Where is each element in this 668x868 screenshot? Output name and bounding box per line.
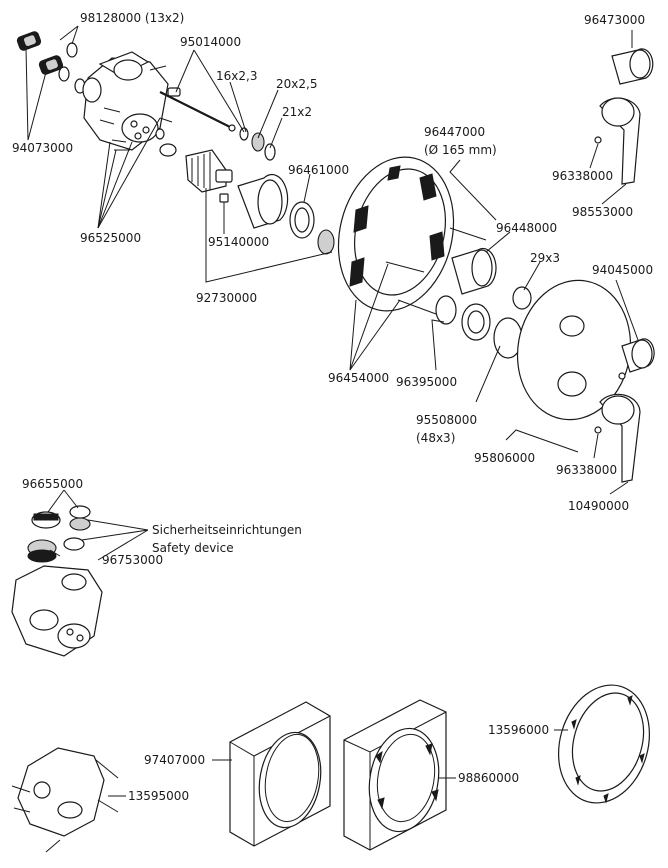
label-96655000: 96655000: [22, 477, 83, 491]
label-96461000: 96461000: [288, 163, 349, 177]
leader-lines-top: [25, 25, 639, 495]
long-screws-96454000: [385, 227, 487, 315]
label-21x2: 21x2: [282, 105, 312, 119]
part-labels: 98128000 (13x2) 95014000 16x2,3 20x2,5 2…: [12, 11, 653, 803]
mounting-plate-96447000: [337, 156, 455, 312]
thermostatic-cartridge-92730000: [185, 149, 233, 193]
label-96525000: 96525000: [80, 231, 141, 245]
label-92730000: 92730000: [196, 291, 257, 305]
trim-plate-95806000: [516, 279, 632, 421]
label-96448000: 96448000: [496, 221, 557, 235]
label-13595000: 13595000: [128, 789, 189, 803]
leader-lines-safety: [47, 489, 149, 561]
screws-96525000: [111, 65, 173, 151]
label-13596000: 13596000: [488, 723, 549, 737]
o-ring-29x3: [512, 286, 532, 310]
label-95806000: 95806000: [474, 451, 535, 465]
label-safety-de: Sicherheitseinrichtungen: [152, 523, 302, 537]
spindle-95014000: [159, 87, 236, 132]
label-96447000: 96447000: [424, 125, 485, 139]
label-165mm: (Ø 165 mm): [424, 143, 497, 157]
extension-96448000: [451, 247, 497, 295]
round-ring-13596000: [557, 684, 651, 804]
label-94045000: 94045000: [592, 263, 653, 277]
valve-body-housing: [82, 51, 169, 151]
label-98553000: 98553000: [572, 205, 633, 219]
lever-handle-10490000: [594, 393, 641, 483]
sleeve-96461000: [237, 173, 335, 255]
label-48x3: (48x3): [416, 431, 455, 445]
label-96473000: 96473000: [584, 13, 645, 27]
label-95140000: 95140000: [208, 235, 269, 249]
label-98128000: 98128000 (13x2): [80, 11, 184, 25]
label-96753000: 96753000: [102, 553, 163, 567]
label-95014000: 95014000: [180, 35, 241, 49]
label-safety-en: Safety device: [152, 541, 234, 555]
rough-in-13595000: [11, 747, 119, 853]
label-10490000: 10490000: [568, 499, 629, 513]
label-97407000: 97407000: [144, 753, 205, 767]
lever-handle-98553000: [594, 97, 641, 185]
o-rings-98128000: [58, 42, 86, 94]
label-96454000: 96454000: [328, 371, 389, 385]
safety-device-group: [11, 505, 103, 657]
check-valve-inserts-94073000: [16, 31, 64, 75]
square-trim-97407000: [229, 701, 331, 847]
label-95508000: 95508000: [416, 413, 477, 427]
label-20x25: 20x2,5: [276, 77, 317, 91]
adapter-96395000: [435, 295, 491, 341]
square-trim-98860000: [343, 699, 447, 851]
label-98860000: 98860000: [458, 771, 519, 785]
label-16x23: 16x2,3: [216, 69, 257, 83]
knob-96473000: [611, 48, 654, 85]
label-96338000-bottom: 96338000: [556, 463, 617, 477]
label-29x3: 29x3: [530, 251, 560, 265]
knob-94045000: [618, 338, 655, 380]
label-96338000-top: 96338000: [552, 169, 613, 183]
screw-95140000: [219, 193, 229, 218]
label-96395000: 96395000: [396, 375, 457, 389]
label-94073000: 94073000: [12, 141, 73, 155]
